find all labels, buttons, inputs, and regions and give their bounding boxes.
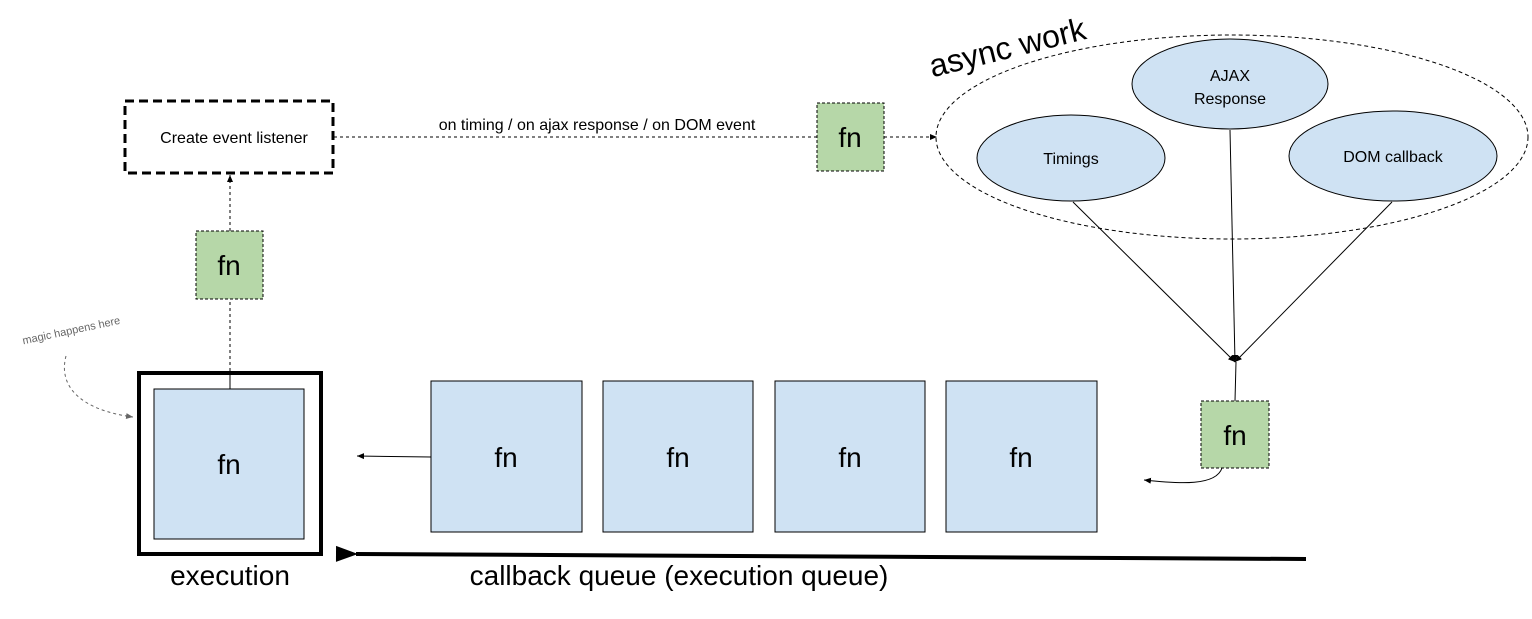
callback-queue: fn fn fn fn [430,380,1098,533]
timings-source [976,114,1166,202]
timings-label: Timings [1043,151,1098,168]
ajax-response-label-line2: Response [1194,91,1266,108]
converge-to-fn-connector [1234,361,1237,402]
magic-annotation-arrow [64,355,134,420]
queue-item-label-4: fn [1009,442,1032,473]
ajax-to-queue-arrow [1229,129,1238,363]
passed-fn-box [195,230,264,300]
listener-trigger-label: on timing / on ajax response / on DOM ev… [439,117,756,134]
timings-to-queue-arrow [1072,201,1236,363]
dom-to-queue-arrow [1234,201,1393,363]
queue-to-execution-arrow [356,453,432,460]
queue-item-label-2: fn [666,442,689,473]
ajax-response-label-line1: AJAX [1210,68,1250,85]
callback-queue-label: callback queue (execution queue) [470,560,889,591]
dom-callback-source [1288,110,1498,202]
incoming-fn-to-queue-arrow [1143,467,1223,484]
magic-annotation: magic happens here [21,315,121,347]
registered-fn-box [816,102,885,172]
queue-direction-arrow [335,545,1307,562]
queue-item-box-4 [945,380,1098,533]
execution-label: execution [170,560,290,591]
executing-fn-label: fn [217,449,240,480]
queue-item-label-3: fn [838,442,861,473]
executing-fn-box [153,388,305,540]
incoming-fn-label: fn [1223,420,1246,451]
queue-item-label-1: fn [494,442,517,473]
ajax-response-source [1131,38,1329,130]
create-event-listener-box [123,99,335,175]
passed-fn-label: fn [217,250,240,281]
async-work-title: async work [925,10,1090,84]
queue-item-box-3 [774,380,926,533]
registered-fn-label: fn [838,122,861,153]
incoming-fn-box [1200,400,1270,469]
dom-callback-label: DOM callback [1343,149,1444,166]
queue-item-box-2 [602,380,754,533]
create-event-listener-label: Create event listener [160,130,308,147]
